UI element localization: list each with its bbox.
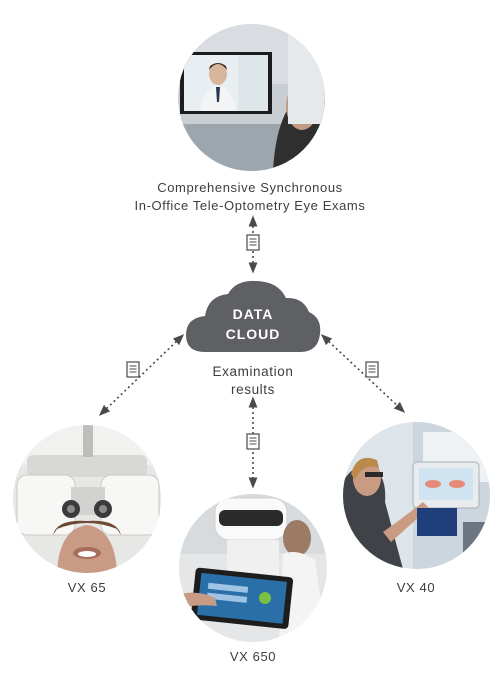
vx40-photo xyxy=(343,422,490,569)
cloud-caption-line1: Examination xyxy=(212,364,294,379)
document-icon-top xyxy=(246,234,260,251)
connector-left xyxy=(98,334,185,416)
vx650-photo xyxy=(179,494,327,642)
document-icon-right xyxy=(365,361,379,378)
vx65-photo xyxy=(13,425,161,573)
top-node-line1: Comprehensive Synchronous xyxy=(157,180,343,195)
cloud-caption: Examination results xyxy=(183,363,323,399)
document-icon-bottom xyxy=(246,433,260,450)
vx40-label: VX 40 xyxy=(396,580,436,595)
cloud-caption-line2: results xyxy=(231,382,275,397)
vx65-label: VX 65 xyxy=(67,580,107,595)
connector-right xyxy=(320,334,406,413)
document-icon-left xyxy=(126,361,140,378)
vx650-label: VX 650 xyxy=(229,649,277,664)
top-node-label: Comprehensive Synchronous In-Office Tele… xyxy=(100,179,400,215)
cloud-line1: DATA xyxy=(232,306,274,322)
cloud-icon xyxy=(186,280,321,352)
top-node-line2: In-Office Tele-Optometry Eye Exams xyxy=(134,198,366,213)
cloud-label: DATA CLOUD xyxy=(203,304,303,344)
cloud-line2: CLOUD xyxy=(225,326,281,342)
